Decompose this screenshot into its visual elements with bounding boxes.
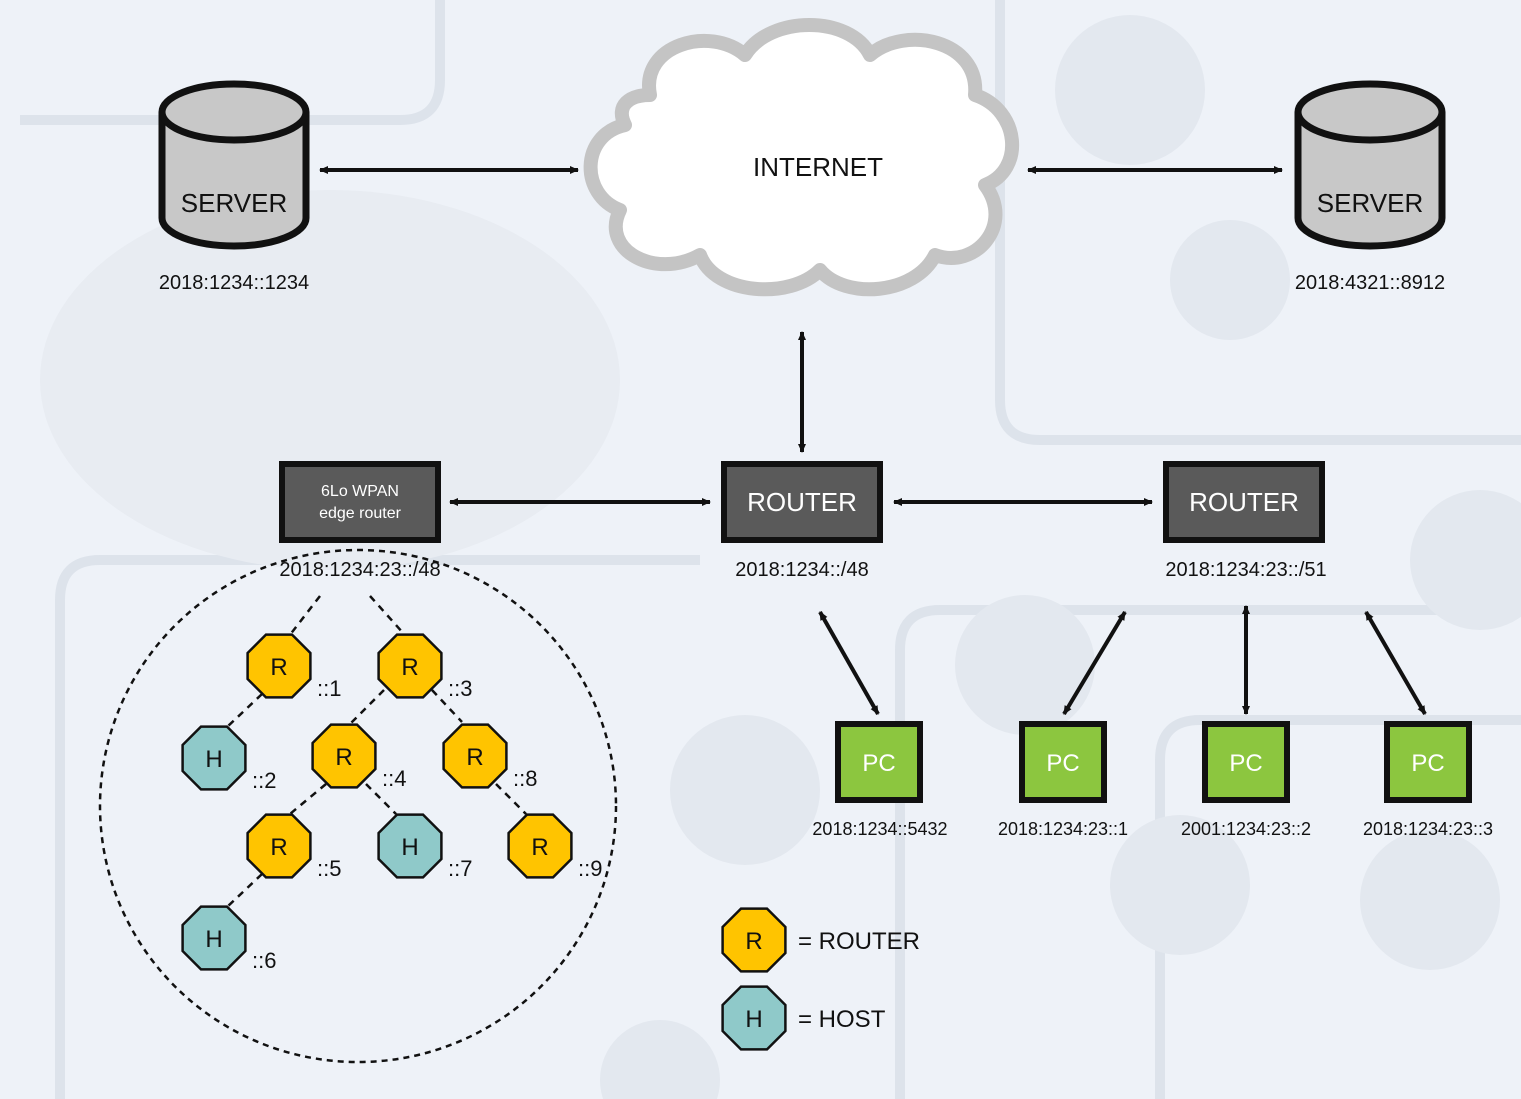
node-address-suffix: ::4: [382, 766, 406, 791]
server-address: 2018:1234::1234: [159, 272, 309, 294]
router-center: ROUTER: [721, 461, 883, 543]
node-letter: H: [401, 834, 418, 861]
wpan-boundary: [98, 548, 618, 1064]
wpan-node: R::9: [507, 813, 602, 881]
pc-4: PC: [1384, 721, 1472, 803]
wpan-link: [369, 595, 405, 635]
node-letter: R: [401, 654, 418, 681]
node-letter: H: [745, 1006, 762, 1033]
wpan-link: [289, 783, 327, 815]
wpan-node: H::7: [377, 813, 472, 881]
router-node-icon: [377, 633, 443, 699]
node-address-suffix: ::2: [252, 768, 276, 793]
router-node-icon: [721, 907, 787, 973]
server-address: 2018:4321::8912: [1295, 272, 1445, 294]
pc-label: PC: [862, 750, 895, 777]
server-label: SERVER: [181, 188, 287, 218]
router-node-icon: [442, 723, 508, 789]
wpan-link: [349, 689, 385, 725]
node-address-suffix: ::8: [513, 766, 537, 791]
node-letter: R: [745, 928, 762, 955]
wpan-node: H::2: [181, 725, 276, 793]
wpan-node: H::6: [181, 905, 276, 973]
node-letter: R: [466, 744, 483, 771]
internet-label: INTERNET: [753, 152, 883, 182]
legend-item: R: [721, 907, 787, 973]
pc-label: PC: [1046, 750, 1079, 777]
router-node-icon: [507, 813, 573, 879]
internet-cloud: INTERNET: [583, 18, 1020, 297]
node-address-suffix: ::7: [448, 856, 472, 881]
wpan-links: [225, 595, 527, 909]
wpan-node: R::5: [246, 813, 341, 881]
router-node-icon: [246, 813, 312, 879]
server-left: SERVER: [158, 80, 310, 250]
host-node-icon: [721, 985, 787, 1051]
router-address: 2018:1234:23::/51: [1165, 559, 1326, 581]
router-right: ROUTER: [1163, 461, 1325, 543]
pc-label: PC: [1229, 750, 1262, 777]
edge-router-address: 2018:1234:23::/48: [279, 559, 440, 581]
pc-address: 2018:1234::5432: [812, 819, 947, 839]
node-letter: R: [270, 654, 287, 681]
link-router-pc1: [818, 611, 880, 715]
router-label: ROUTER: [747, 487, 857, 517]
pc-2: PC: [1019, 721, 1107, 803]
node-letter: R: [270, 834, 287, 861]
router-node-icon: [246, 633, 312, 699]
edge-router: 6Lo WPAN edge router: [279, 461, 441, 543]
edge-router-line2: edge router: [319, 505, 402, 522]
server-right: SERVER: [1294, 80, 1446, 250]
node-letter: R: [531, 834, 548, 861]
router-node-icon: [311, 723, 377, 789]
node-address-suffix: ::9: [578, 856, 602, 881]
host-node-icon: [377, 813, 443, 879]
link-router-pc4: [1364, 610, 1427, 716]
pc-1: PC: [835, 721, 923, 803]
router-address: 2018:1234::/48: [735, 559, 868, 581]
pc-address: 2018:1234:23::1: [998, 819, 1128, 839]
wpan-link: [285, 595, 321, 641]
server-label: SERVER: [1317, 188, 1423, 218]
wpan-link: [225, 693, 263, 729]
legend: R = ROUTER H = HOST: [721, 907, 920, 1051]
pc-label: PC: [1411, 750, 1444, 777]
pc-3: PC: [1202, 721, 1290, 803]
router-label: ROUTER: [1189, 487, 1299, 517]
cloud-icon: [583, 18, 1020, 297]
pc-address: 2001:1234:23::2: [1181, 819, 1311, 839]
node-letter: H: [205, 926, 222, 953]
legend-label: = ROUTER: [798, 928, 920, 955]
wpan-node: R::4: [311, 723, 406, 791]
connections: [319, 166, 1427, 716]
wpan-link: [225, 873, 263, 909]
node-letter: H: [205, 746, 222, 773]
host-node-icon: [181, 725, 247, 791]
wpan-nodes: R::1R::3H::2R::4R::8R::5H::7R::9H::6: [181, 633, 602, 973]
link-router-pc2: [1062, 610, 1127, 716]
pc-address: 2018:1234:23::3: [1363, 819, 1493, 839]
node-address-suffix: ::5: [317, 856, 341, 881]
node-address-suffix: ::6: [252, 948, 276, 973]
node-letter: R: [335, 744, 352, 771]
wpan-node: R::3: [377, 633, 472, 701]
legend-label: = HOST: [798, 1006, 886, 1033]
node-address-suffix: ::3: [448, 676, 472, 701]
host-node-icon: [181, 905, 247, 971]
background-watermark: [20, 0, 1521, 1099]
wpan-node: R::1: [246, 633, 341, 701]
legend-item: H: [721, 985, 787, 1051]
edge-router-line1: 6Lo WPAN: [321, 483, 399, 500]
wpan-node: R::8: [442, 723, 537, 791]
node-address-suffix: ::1: [317, 676, 341, 701]
